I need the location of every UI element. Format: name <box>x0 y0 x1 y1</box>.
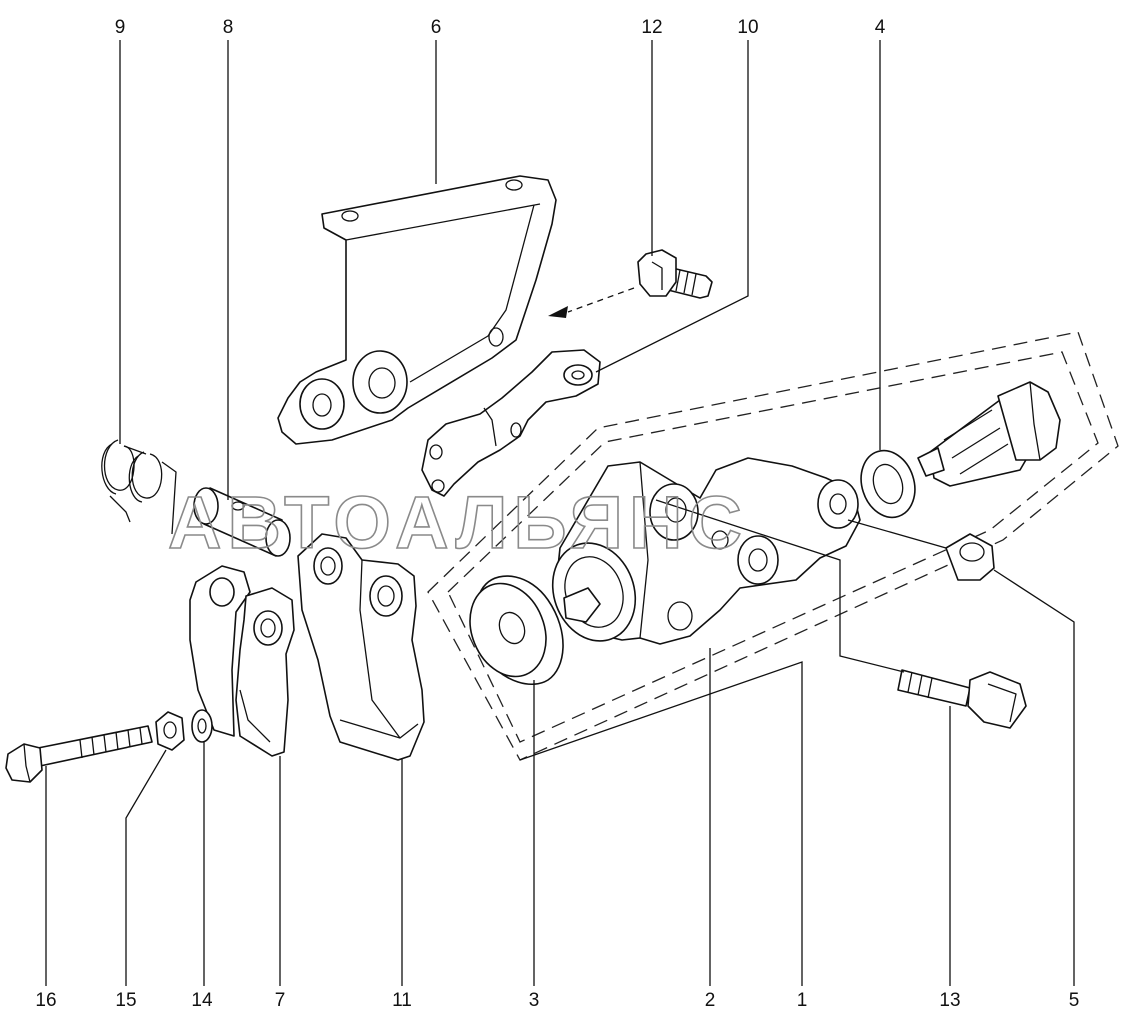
callout-1: 1 <box>797 990 808 1011</box>
callout-12: 12 <box>641 17 662 38</box>
callout-labels: 9 8 6 12 10 4 16 15 14 7 11 3 2 1 13 5 <box>35 17 1079 1011</box>
part-10-lever-plate <box>421 349 601 497</box>
part-4-washer <box>860 449 916 519</box>
callout-8: 8 <box>223 17 234 38</box>
part-9-spring <box>101 439 177 535</box>
part-3-boot <box>469 575 564 685</box>
callout-2: 2 <box>705 990 716 1011</box>
part-7-levers <box>189 565 295 757</box>
callout-16: 16 <box>35 990 56 1011</box>
part-valve-fitting <box>917 381 1061 487</box>
part-15-nut <box>155 711 185 751</box>
part-11-lever <box>297 533 425 761</box>
callout-6: 6 <box>431 17 442 38</box>
callout-3: 3 <box>529 990 540 1011</box>
part-6-bracket <box>277 175 557 445</box>
callout-10: 10 <box>737 17 758 38</box>
callout-14: 14 <box>191 990 213 1011</box>
part-12-bolt <box>548 249 713 318</box>
callout-11: 11 <box>392 990 412 1011</box>
part-14-washer <box>191 709 213 743</box>
callout-7: 7 <box>275 990 286 1011</box>
part-13-bolt <box>897 669 1027 729</box>
watermark-text: АВТОАЛЬЯНС <box>168 481 748 564</box>
callout-5: 5 <box>1069 990 1080 1011</box>
part-5-cap <box>945 533 995 581</box>
callout-4: 4 <box>875 17 886 38</box>
part-16-bolt <box>5 725 153 783</box>
callout-15: 15 <box>115 990 136 1011</box>
callout-13: 13 <box>939 990 960 1011</box>
leader-lines <box>45 40 1075 986</box>
part-8-pin <box>193 487 291 557</box>
callout-9: 9 <box>115 17 126 38</box>
part-2-cylinder <box>551 457 861 645</box>
